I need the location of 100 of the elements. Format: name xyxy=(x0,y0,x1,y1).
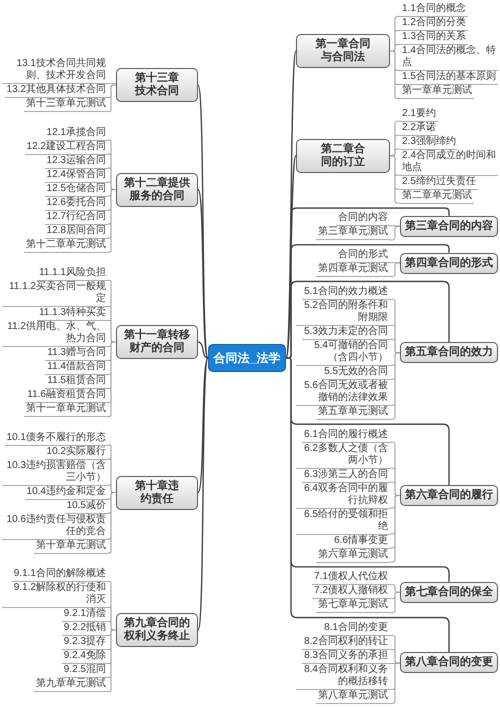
subtopic-label: 5.3效力未定的合同 xyxy=(302,326,390,340)
branch-curve xyxy=(286,280,450,359)
subtopic-label: 9.2.2抵销 xyxy=(62,622,108,636)
subtopic-label: 1.2合同的分类 xyxy=(400,17,468,31)
subtopic-label: 12.3运输合同 xyxy=(44,154,108,168)
subtopic-label: 10.4违约金和定金 xyxy=(24,486,108,500)
bracket-line xyxy=(390,584,400,593)
topic-box: 第十二章提供服务的合同 xyxy=(116,172,198,206)
subtopic-label: 6.6情事变更 xyxy=(332,534,390,549)
bracket-line xyxy=(390,225,400,226)
subtopic-label: 7.2债权人撤销权 xyxy=(312,585,390,600)
subtopic-label: 6.1合同的履行概述 xyxy=(302,428,390,443)
subtopic-label: 6.4双务合同中的履行抗辩权 xyxy=(296,482,390,509)
branch-curve xyxy=(286,357,450,652)
bracket-line xyxy=(108,83,116,84)
subtopic-label: 8.1合同的变更 xyxy=(322,622,390,636)
topic-box: 第十章违约责任 xyxy=(116,476,198,510)
subtopic-label: 8.3合同义务的承担 xyxy=(302,650,390,664)
subtopic-label: 1.3合同的关系 xyxy=(400,31,468,45)
subtopic-label: 9.1.1合同的解除概述 xyxy=(12,568,108,582)
subtopic-label: 第二章单元测试 xyxy=(400,190,474,204)
subtopic-label: 9.2.4免除 xyxy=(62,650,108,664)
subtopic-label: 第四章单元测试 xyxy=(316,263,390,278)
subtopic-label: 6.5给付的受领和拒绝 xyxy=(296,508,390,535)
subtopic-label: 8.2合同权利的转让 xyxy=(302,636,390,650)
subtopic-label: 2.1要约 xyxy=(400,108,438,122)
subtopic-label: 10.1债务不履行的形态 xyxy=(4,432,108,446)
branch-curve xyxy=(197,84,209,358)
topic-box: 第五章合同的效力 xyxy=(400,342,498,364)
subtopic-label: 5.5无效的合同 xyxy=(322,366,390,380)
subtopic-label: 2.5缔约过失责任 xyxy=(400,176,478,190)
subtopic-label: 12.7行纪合同 xyxy=(44,210,108,224)
central-topic-box: 合同法_法学 xyxy=(208,344,286,372)
bracket-line xyxy=(390,50,400,99)
subtopic-label: 11.3赠与合同 xyxy=(45,347,108,361)
subtopic-label: 11.6融资租赁合同 xyxy=(25,389,108,403)
bracket-line xyxy=(390,662,400,664)
topic-box: 第十一章转移财产的合同 xyxy=(116,325,198,359)
subtopic-label: 第十章单元测试 xyxy=(34,540,108,554)
subtopic-label: 第六章单元测试 xyxy=(316,548,390,563)
subtopic-label: 12.1承揽合同 xyxy=(44,126,108,140)
subtopic-label: 9.2.1清偿 xyxy=(62,608,108,622)
bracket-line xyxy=(390,148,400,156)
topic-box: 第九章合同的权利义务终止 xyxy=(116,613,198,647)
subtopic-label: 6.3涉第三人的合同 xyxy=(302,468,390,483)
subtopic-label: 13.1技术合同共同规则、技术开发合同 xyxy=(2,58,108,84)
subtopic-label: 11.2供用电、水、气、热力合同 xyxy=(2,321,108,347)
bracket-line xyxy=(390,352,400,420)
subtopic-label: 11.1.1风险负担 xyxy=(36,267,108,281)
topic-box: 第八章合同的变更 xyxy=(400,652,498,674)
subtopic-label: 6.2多数人之债（含两小节） xyxy=(296,442,390,469)
subtopic-label: 第十三章单元测试 xyxy=(24,98,108,112)
subtopic-label: 第三章单元测试 xyxy=(316,226,390,240)
subtopic-label: 11.4借款合同 xyxy=(45,361,108,375)
branch-curve xyxy=(285,156,297,358)
bracket-line xyxy=(390,262,400,278)
subtopic-label: 第五章单元测试 xyxy=(316,406,390,420)
subtopic-label: 10.2实际履行 xyxy=(44,446,108,460)
subtopic-label: 5.2合同的附条件和附期限 xyxy=(296,300,390,326)
subtopic-label: 第七章单元测试 xyxy=(316,599,390,614)
topic-box: 第六章合同的履行 xyxy=(400,485,498,506)
subtopic-label: 12.2建设工程合同 xyxy=(24,140,108,154)
bracket-line xyxy=(108,189,116,252)
topic-box: 第七章合同的保全 xyxy=(400,582,498,603)
bracket-line xyxy=(108,84,116,112)
bracket-line xyxy=(390,226,400,240)
subtopic-label: 9.1.2解除权的行使和消灭 xyxy=(2,582,108,608)
subtopic-label: 10.6违约责任与侵权责任的竞合 xyxy=(2,514,108,540)
subtopic-label: 8.4合同权利和义务的概括移转 xyxy=(296,664,390,690)
bracket-line xyxy=(108,492,116,554)
topic-box: 第二章合同的订立 xyxy=(296,138,390,173)
branch-curve xyxy=(197,358,209,630)
subtopic-label: 5.6合同无效或者被撤销的法律效果 xyxy=(296,380,390,406)
subtopic-label: 9.2.3提存 xyxy=(62,636,108,650)
subtopic-label: 1.1合同的概念 xyxy=(400,3,468,17)
bracket-line xyxy=(108,630,116,692)
subtopic-label: 第一章单元测试 xyxy=(400,85,474,99)
subtopic-label: 2.3强制缔约 xyxy=(400,136,458,150)
subtopic-label: 12.8居间合同 xyxy=(44,224,108,238)
bracket-line xyxy=(390,155,400,204)
subtopic-label: 12.4保管合同 xyxy=(44,168,108,182)
subtopic-label: 10.3违约损害赔偿（含三小节） xyxy=(2,460,108,486)
topic-box: 第一章合同与合同法 xyxy=(296,34,390,68)
subtopic-label: 第九章单元测试 xyxy=(34,678,108,692)
subtopic-label: 合同的形式 xyxy=(336,249,390,264)
subtopic-label: 2.2承诺 xyxy=(400,122,438,136)
bracket-line xyxy=(390,592,400,614)
subtopic-label: 9.2.5混同 xyxy=(62,664,108,678)
subtopic-label: 10.5减价 xyxy=(64,500,108,514)
subtopic-label: 第八章单元测试 xyxy=(316,690,390,704)
bracket-line xyxy=(390,495,400,562)
subtopic-label: 第十二章单元测试 xyxy=(24,238,108,252)
subtopic-label: 11.1.3特种买卖 xyxy=(36,307,108,321)
subtopic-label: 7.1债权人代位权 xyxy=(312,571,390,586)
bracket-line xyxy=(108,342,116,417)
subtopic-label: 合同的内容 xyxy=(336,212,390,226)
topic-box: 第三章合同的内容 xyxy=(400,216,498,237)
bracket-line xyxy=(390,262,400,264)
branch-curve xyxy=(198,341,208,359)
subtopic-label: 13.2其他具体技术合同 xyxy=(4,84,108,98)
